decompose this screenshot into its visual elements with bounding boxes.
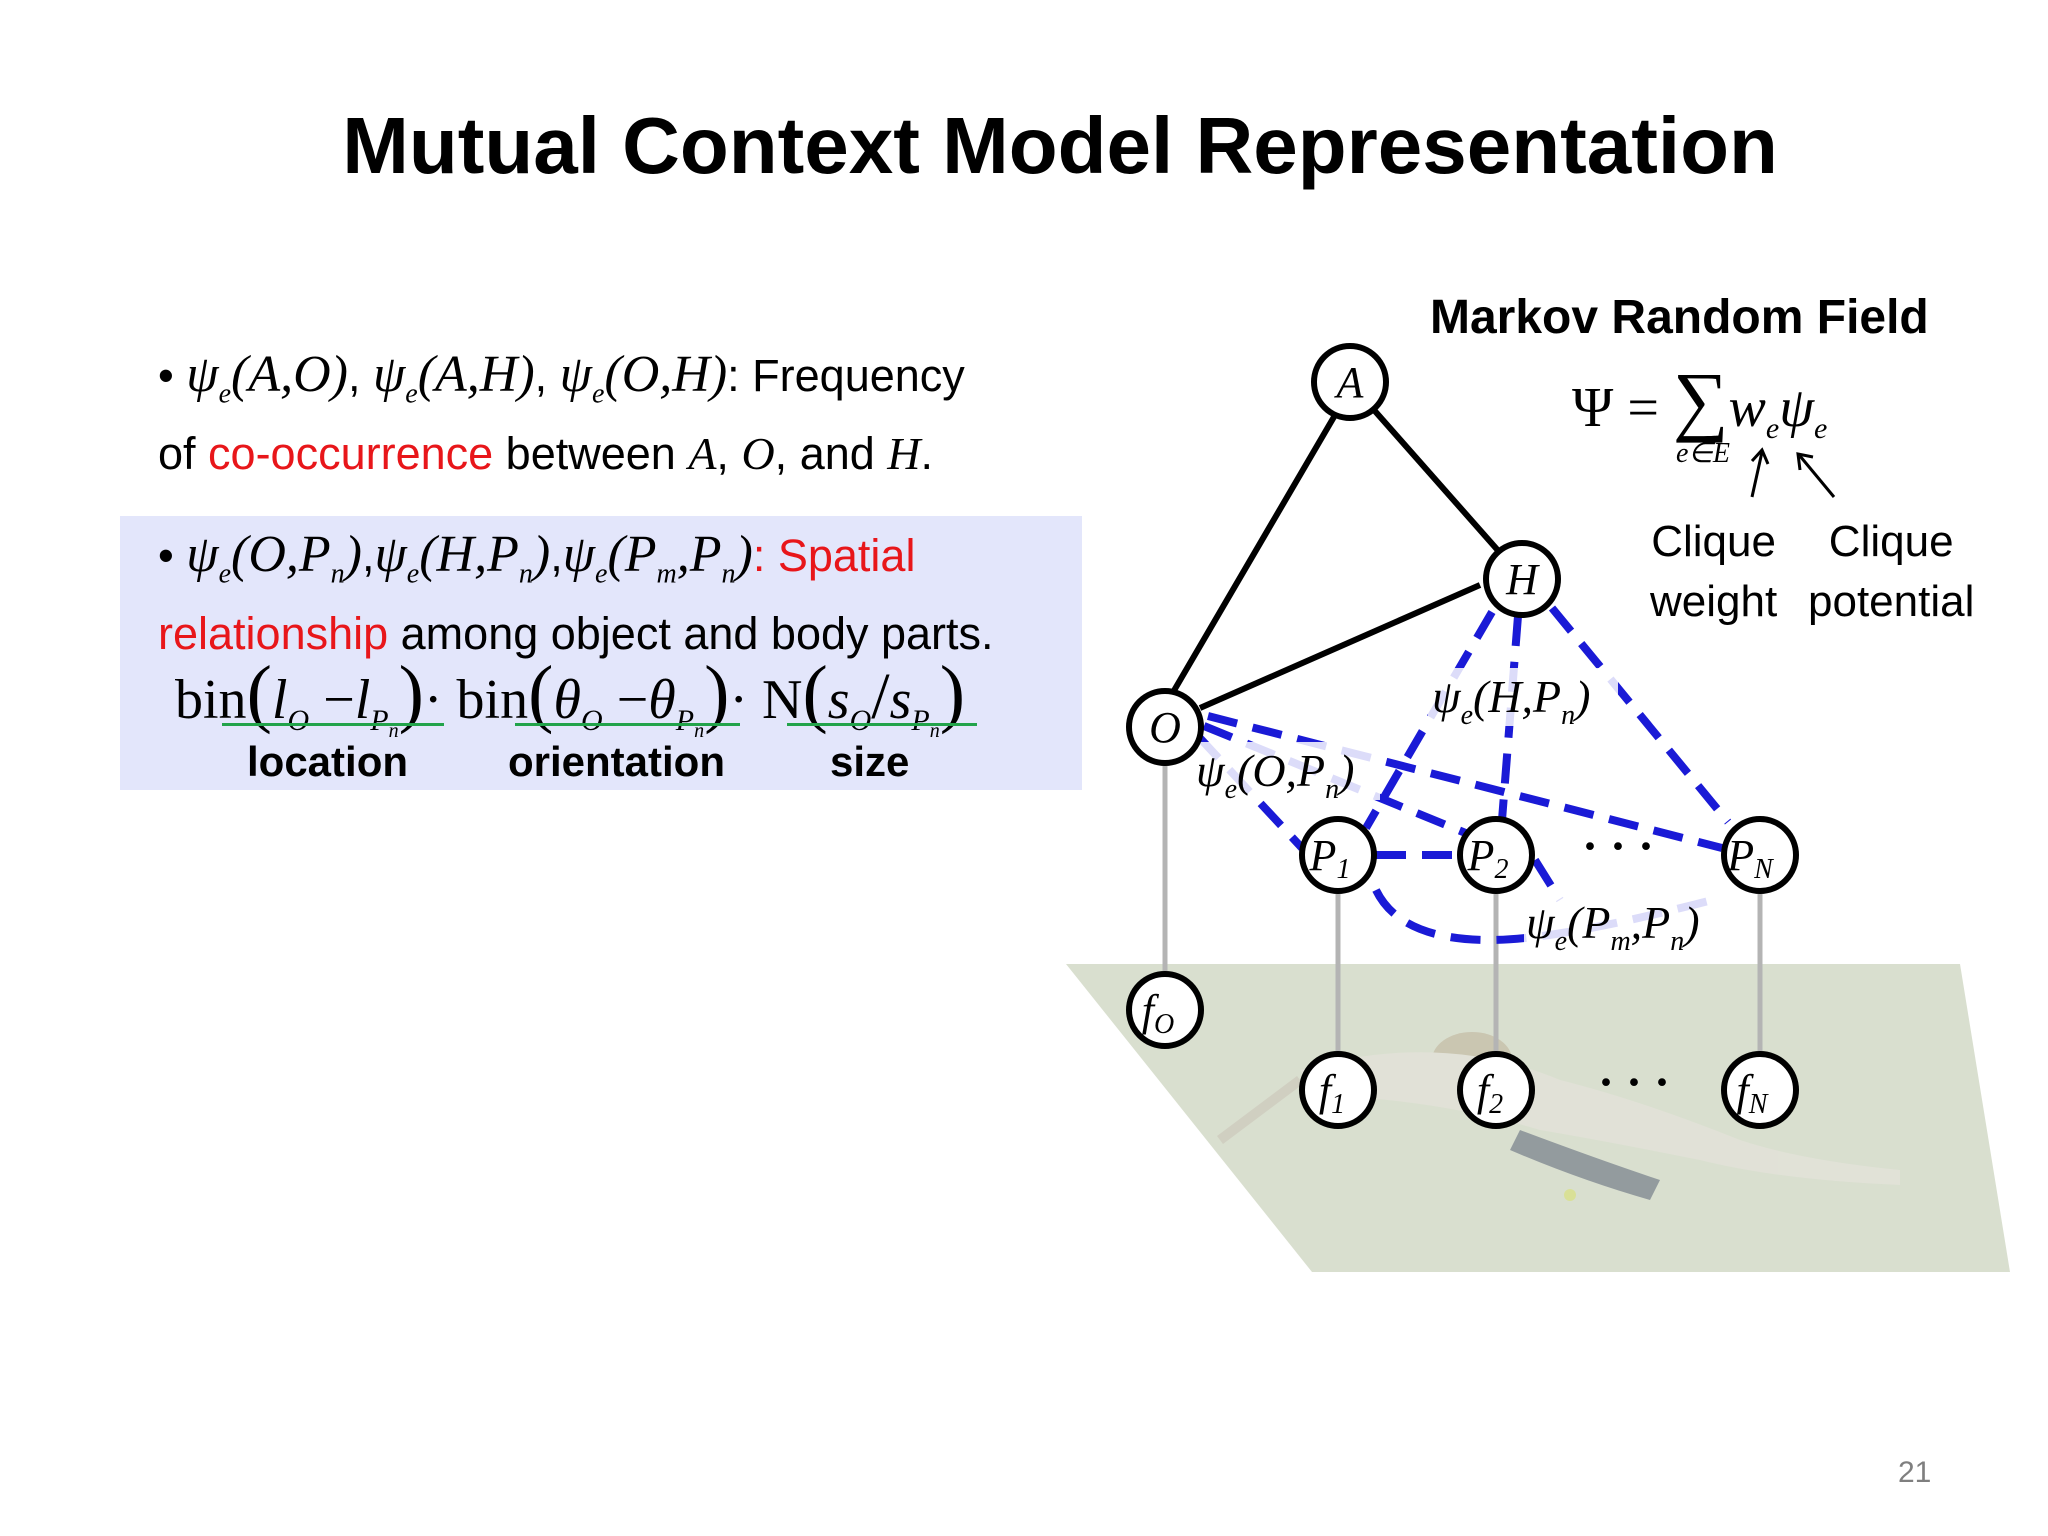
node-fn: fN xyxy=(1721,1051,1799,1129)
edge-a-o xyxy=(1169,408,1341,696)
label-bg-pm-pn xyxy=(1524,894,1724,952)
edge-label-o-pn: ψe(O,Pn) xyxy=(1196,745,1354,805)
svg-text:A: A xyxy=(1334,358,1365,407)
clique-arrows xyxy=(1750,447,1836,498)
spatial-formula: bin(lO −lPn)· bin(θO −θPn)· N(sO/sPn) xyxy=(175,651,966,743)
page-number: 21 xyxy=(1898,1456,1932,1489)
edge-label-h-pn: ψe(H,Pn) xyxy=(1432,671,1590,731)
bullet1-text-b: of xyxy=(158,428,209,480)
psi-o-pn: ψe(O,Pn) xyxy=(186,526,362,590)
orientation-underline xyxy=(515,723,740,726)
svg-text:H: H xyxy=(1505,555,1540,604)
clique-potential-arrowhead xyxy=(1796,452,1814,471)
player-body xyxy=(1300,1052,1900,1185)
node-a: A xyxy=(1311,343,1389,421)
clique-potential-line1: Clique xyxy=(1828,517,1954,566)
clique-weight-label: Clique weight xyxy=(1650,512,1777,632)
bullet2-text: among object and body parts. xyxy=(388,608,994,660)
clique-potential-line2: potential xyxy=(1808,577,1975,626)
solid-edges xyxy=(1169,408,1505,711)
clique-weight-arrowhead xyxy=(1750,447,1770,465)
sum-subscript: e∈E xyxy=(1676,438,1730,469)
psi-a-h: ψe(A,H) xyxy=(372,346,535,410)
psi-a-o: ψe(A,O) xyxy=(186,346,348,410)
psi-pm-pn: ψe(Pm,Pn) xyxy=(562,526,753,590)
orientation-label: orientation xyxy=(508,738,725,785)
racket xyxy=(1217,1076,1303,1144)
node-p2: P2 xyxy=(1457,816,1535,894)
mrf-title: Markov Random Field xyxy=(1430,291,1929,344)
location-label: location xyxy=(247,738,409,785)
bullet-spatial: • ψe(O,Pn),ψe(H,Pn),ψe(Pm,Pn): Spatial r… xyxy=(158,526,994,660)
clique-weight-line1: Clique xyxy=(1651,517,1776,566)
clique-potential-label: Clique potential xyxy=(1808,512,1974,632)
edge-p2-pn xyxy=(1531,857,1564,903)
clique-potential-arrow xyxy=(1798,455,1836,498)
psi-sum-formula: Ψ = ∑weψe xyxy=(1572,356,1828,446)
cooccurrence-highlight: co-occurrence xyxy=(208,428,494,480)
ellipsis-features: · · · xyxy=(1598,1056,1670,1109)
node-fo: fO xyxy=(1126,971,1204,1049)
node-f2: f2 xyxy=(1457,1051,1535,1129)
edge-o-h xyxy=(1198,582,1482,711)
tennis-ball xyxy=(1564,1189,1576,1201)
label-bg-o-pn xyxy=(1194,742,1380,800)
edge-o-pn xyxy=(1207,712,1723,852)
bullet-dot: • xyxy=(158,530,187,581)
var-a: A xyxy=(688,428,717,480)
location-underline xyxy=(222,723,444,726)
node-pn: PN xyxy=(1721,816,1799,894)
slide-title: Mutual Context Model Representation xyxy=(342,101,1778,190)
ellipsis-parts: · · · xyxy=(1582,820,1654,873)
edge-h-pn xyxy=(1548,605,1732,825)
psi-o-h: ψe(O,H) xyxy=(559,346,728,410)
bullet-dot: • xyxy=(158,350,187,401)
node-h: H xyxy=(1483,540,1561,618)
and-word: and xyxy=(799,428,875,480)
clique-weight-line2: weight xyxy=(1650,577,1778,626)
player-shorts xyxy=(1510,1130,1660,1200)
size-underline xyxy=(787,723,977,726)
feature-links xyxy=(1162,760,1763,1055)
edge-h-p1 xyxy=(1362,609,1496,831)
clique-weight-arrow xyxy=(1750,451,1764,498)
spatial-highlight: : Spatial xyxy=(752,530,916,581)
bullet-cooccurrence: • ψe(A,O), ψe(A,H), ψe(O,H): Frequency o… xyxy=(158,346,965,480)
node-p1: P1 xyxy=(1299,816,1377,894)
label-bg-h-pn xyxy=(1428,668,1618,726)
var-o: O xyxy=(741,428,775,480)
svg-text:O: O xyxy=(1149,703,1181,752)
psi-h-pn: ψe(H,Pn) xyxy=(374,526,551,590)
bullet1-text-c: between xyxy=(493,428,689,480)
node-f1: f1 xyxy=(1299,1051,1377,1129)
node-o: O xyxy=(1126,688,1204,766)
size-label: size xyxy=(830,738,910,785)
spatial-relationship-box xyxy=(120,516,1082,790)
svg-text:P2: P2 xyxy=(1467,831,1509,885)
bullet1-text-a: : Frequency xyxy=(727,350,965,401)
relationship-highlight: relationship xyxy=(158,608,389,660)
edge-a-h xyxy=(1371,408,1505,557)
var-h: H xyxy=(887,428,921,480)
